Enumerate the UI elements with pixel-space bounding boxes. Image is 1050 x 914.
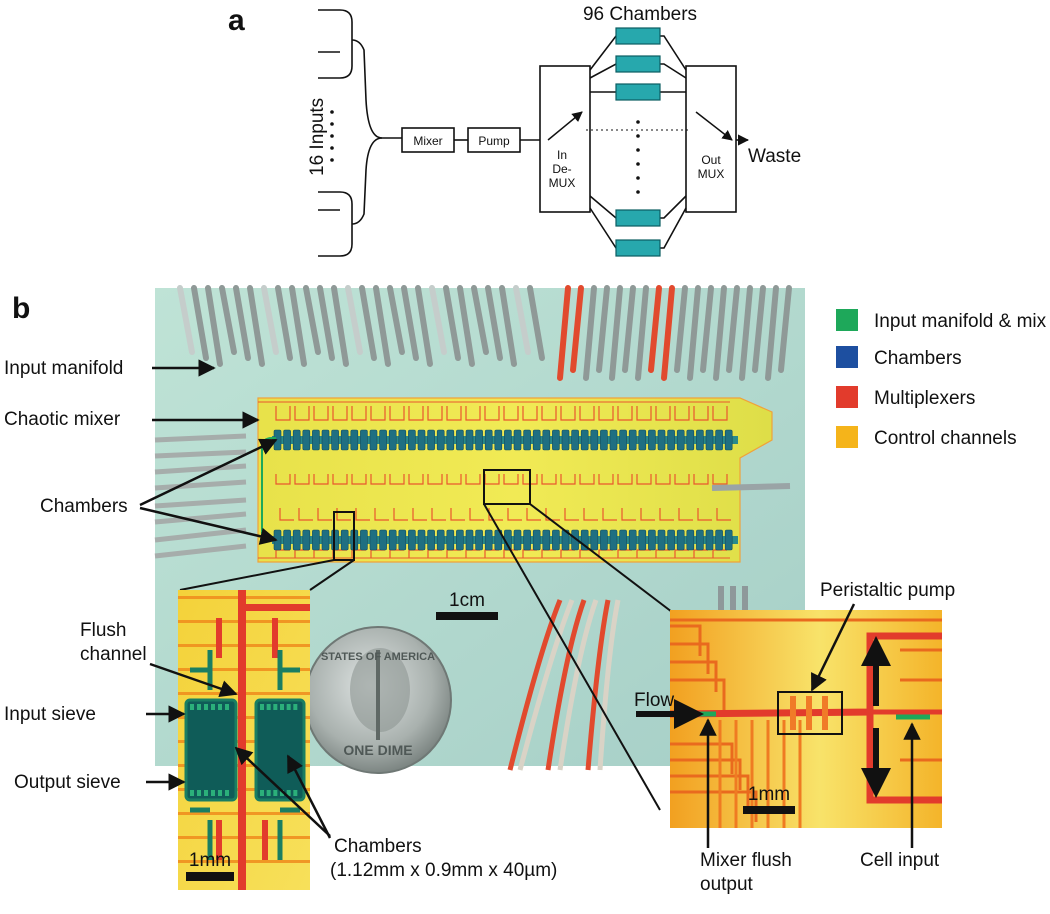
chamber-row-bottom: [272, 529, 738, 551]
legend-swatch-multiplexers: [836, 386, 858, 408]
tubing-pins-left: [154, 433, 247, 559]
chamber-array: [589, 27, 687, 257]
callout-mixer-flush-2: output: [700, 874, 754, 895]
legend-label-manifold: Input manifold & mix: [874, 311, 1047, 332]
pump-label: Pump: [478, 134, 510, 148]
pump-box: [467, 127, 521, 153]
tubing-pins-top: [177, 285, 792, 381]
arrow-chambers-bottom: [139, 506, 278, 545]
legend-swatch-manifold: [836, 309, 858, 331]
right-inset: 1mm: [669, 610, 942, 828]
mux-label-2: MUX: [698, 167, 725, 181]
arrow-flush-channel: [149, 662, 238, 698]
chamber-row-top: [272, 429, 738, 451]
chamber-95: [615, 209, 661, 227]
legend-label-chambers: Chambers: [874, 348, 962, 369]
chamber-1: [615, 27, 661, 45]
callout-peristaltic-pump: Peristaltic pump: [820, 580, 955, 601]
mixer-box: [401, 127, 455, 153]
chambers-count-label: 96 Chambers: [583, 4, 697, 25]
inset-chamber-right: [254, 650, 306, 860]
peristaltic-pump-box: [777, 691, 843, 735]
main-scale-label: 1cm: [449, 590, 485, 611]
arrow-chambers-detail-2: [286, 754, 332, 839]
callout-cell-input: Cell input: [860, 850, 940, 871]
legend-label-multiplexers: Multiplexers: [874, 388, 975, 409]
demux-box: [539, 65, 591, 213]
panel-b-letter: b: [12, 292, 30, 325]
right-zoom-box: [483, 469, 531, 505]
callout-input-sieve: Input sieve: [4, 704, 96, 725]
chamber-96: [615, 239, 661, 257]
flush-channel-trace: [238, 590, 246, 890]
right-inset-scale-label: 1mm: [748, 784, 790, 805]
main-scale-bar: [436, 612, 498, 620]
demux-label-2: De-: [552, 162, 571, 176]
demux-label-3: MUX: [549, 176, 576, 190]
demux-switch-arrow: [547, 111, 583, 141]
right-zoom-line-2: [529, 503, 673, 613]
chamber-3: [615, 83, 661, 101]
callout-chaotic-mixer: Chaotic mixer: [4, 409, 121, 430]
chamber-2: [615, 55, 661, 73]
demux-label-1: In: [557, 148, 567, 162]
mixer-label: Mixer: [413, 134, 442, 148]
inset-chamber-left: [184, 650, 238, 860]
arrow-chambers-detail-1: [234, 746, 331, 837]
input-tree: 16 Inputs: [307, 9, 402, 257]
multiplexer-traces: [258, 401, 731, 559]
callout-flush-2: channel: [80, 644, 147, 665]
right-side-pin: [711, 483, 791, 491]
left-zoom-box: [333, 511, 355, 561]
mux-switch-arrow: [695, 111, 733, 141]
panel-a: a 16 Inputs Mixer Pump: [228, 4, 801, 257]
inputs-ellipsis: [330, 110, 334, 162]
left-inset-scale-label: 1mm: [189, 850, 231, 871]
arrow-chambers-top: [139, 438, 278, 507]
left-zoom-line-1: [179, 559, 335, 591]
callout-chambers-detail-2: (1.12mm x 0.9mm x 40µm): [330, 860, 557, 881]
right-inset-scale-bar: [743, 806, 795, 814]
callout-flush-1: Flush: [80, 620, 126, 641]
callout-mixer-flush-1: Mixer flush: [700, 850, 792, 871]
chamber-ellipsis: [636, 120, 640, 194]
coin-text-top: STATES OF AMERICA: [321, 651, 435, 663]
left-inset: 1mm: [178, 590, 310, 890]
callout-flow: Flow: [634, 690, 674, 711]
mux-box: [685, 65, 737, 213]
callout-input-manifold: Input manifold: [4, 358, 123, 379]
callout-chambers: Chambers: [40, 496, 128, 517]
mux-label-1: Out: [701, 153, 721, 167]
legend-label-control: Control channels: [874, 428, 1017, 449]
left-inset-scale-bar: [186, 872, 234, 881]
panel-a-letter: a: [228, 4, 245, 37]
legend-swatch-control: [836, 426, 858, 448]
right-zoom-line-1: [483, 503, 661, 811]
inputs-label: 16 Inputs: [307, 98, 328, 176]
left-zoom-line-2: [309, 559, 355, 591]
waste-label: Waste: [748, 146, 801, 167]
pump-valves: [790, 696, 828, 730]
callout-chambers-detail-1: Chambers: [334, 836, 422, 857]
arrow-peristaltic-pump: [810, 603, 856, 692]
callout-output-sieve: Output sieve: [14, 772, 121, 793]
coin-text-bottom: ONE DIME: [343, 742, 412, 758]
panel-b: b: [4, 285, 1047, 895]
dime-coin: STATES OF AMERICA ONE DIME: [304, 626, 452, 774]
legend: Input manifold & mix Chambers Multiplexe…: [836, 309, 1047, 449]
legend-swatch-chambers: [836, 346, 858, 368]
